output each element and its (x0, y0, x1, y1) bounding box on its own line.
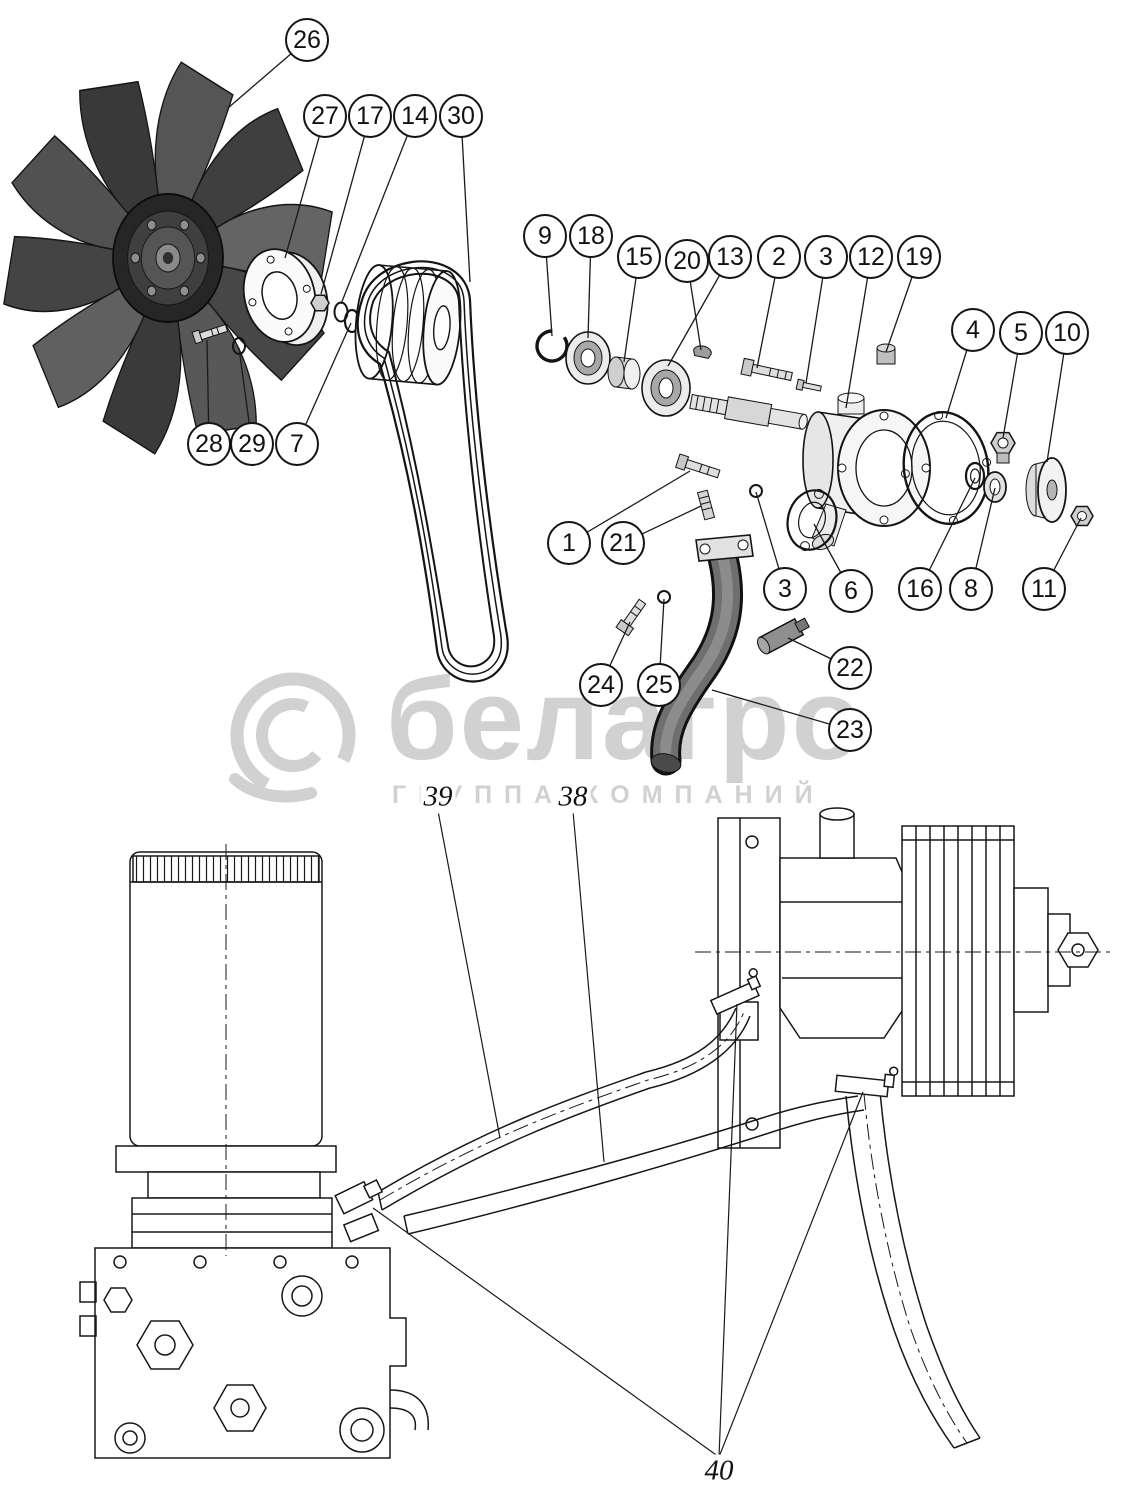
leader-line (1043, 517, 1082, 590)
leader-line (845, 256, 872, 409)
washer-29-drawing (232, 337, 246, 355)
shaft-drawing (689, 393, 808, 430)
leader-line (805, 256, 827, 384)
leader-line (587, 235, 592, 339)
leader-line (755, 491, 786, 590)
leader-line (460, 115, 471, 283)
leader-line (658, 598, 665, 686)
elbow-pipe-23-drawing (650, 534, 754, 776)
key-20-drawing (693, 345, 712, 359)
leader-line (437, 810, 501, 1139)
fitting-5-drawing (990, 431, 1016, 464)
bolt-2-drawing (740, 357, 793, 382)
nut-11-drawing (1070, 505, 1094, 527)
leader-line (284, 115, 326, 259)
snap-ring-9-drawing (535, 329, 569, 363)
shaft-parts-drawing (535, 329, 896, 430)
leader-line (787, 637, 851, 669)
leader-line (1002, 332, 1022, 439)
stud-21-drawing (696, 489, 716, 521)
gasket-4-drawing (900, 411, 992, 525)
leader-lines (206, 39, 1082, 1458)
fan-drawing (3, 61, 333, 455)
leader-line (718, 1003, 738, 1458)
leader-line (718, 1091, 864, 1458)
leader-line (340, 115, 416, 305)
bolt-1-drawing (674, 453, 721, 479)
leader-line (970, 487, 996, 590)
leader-line (600, 621, 631, 686)
leader-line (568, 470, 691, 544)
washer-3b-drawing (749, 484, 763, 498)
nut-17-drawing (310, 294, 330, 312)
leader-line (227, 39, 308, 109)
seal-16-drawing (964, 461, 986, 491)
hub-10-drawing (1025, 457, 1067, 523)
bearing-18-drawing (565, 331, 611, 385)
fitting-22-drawing (757, 617, 810, 655)
leader-line (544, 235, 553, 337)
leader-line (756, 256, 780, 369)
washer-8-drawing (983, 471, 1007, 503)
plug-19-drawing (876, 343, 896, 365)
leader-line (1046, 332, 1068, 463)
bolt-28-drawing (191, 323, 229, 345)
leader-line (686, 260, 702, 351)
flange-drawing (242, 248, 329, 346)
leader-line (711, 689, 851, 731)
leader-line (372, 1207, 720, 1458)
gasket-6-drawing (786, 488, 838, 552)
spacer-15-drawing (607, 356, 641, 390)
leader-line (919, 477, 976, 590)
leader-line (572, 810, 605, 1163)
pump-housing-drawing (802, 392, 931, 551)
belt-drawing (356, 260, 509, 683)
screw-3-drawing (795, 378, 822, 392)
bolt-24-drawing (615, 598, 647, 637)
assembled-view-drawing (79, 807, 1110, 1459)
leader-line (945, 329, 974, 419)
bearing-13-drawing (641, 359, 691, 417)
leader-line (623, 256, 640, 363)
leader-line (622, 505, 702, 544)
leader-line (320, 115, 371, 295)
leader-line (885, 256, 920, 353)
